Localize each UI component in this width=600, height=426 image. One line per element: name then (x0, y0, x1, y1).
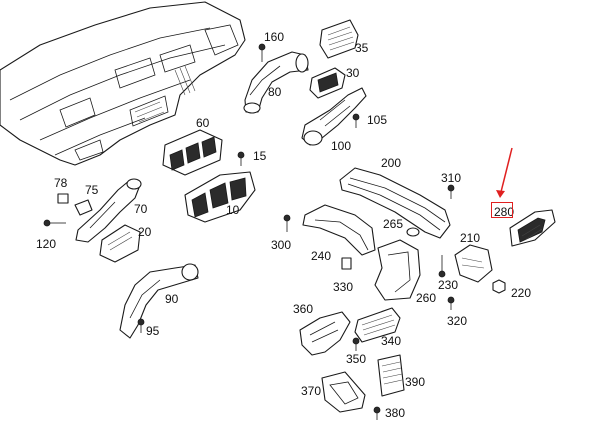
part-30-vent (309, 67, 346, 99)
callout-370: 370 (301, 384, 322, 398)
callout-15: 15 (253, 149, 267, 163)
callout-200: 200 (381, 156, 402, 170)
part-60-vent-panel (162, 129, 223, 176)
callout-95: 95 (146, 324, 160, 338)
callout-78: 78 (54, 176, 68, 190)
part-210-bracket (454, 244, 493, 283)
part-300-screw (283, 214, 291, 232)
callout-340: 340 (381, 334, 402, 348)
part-105-screw (352, 113, 360, 128)
part-75-clip (74, 199, 93, 216)
callout-320: 320 (447, 314, 468, 328)
callout-120: 120 (36, 237, 57, 251)
callout-310: 310 (441, 171, 462, 185)
callout-330: 330 (333, 280, 354, 294)
red-arrow-icon (496, 147, 513, 198)
callout-105: 105 (367, 113, 388, 127)
callout-20: 20 (138, 225, 152, 239)
part-100-duct (301, 87, 367, 146)
callout-230: 230 (438, 278, 459, 292)
dashboard-panel (0, 1, 246, 166)
part-10-vent-cluster (184, 171, 256, 223)
part-78-clip (57, 193, 69, 204)
highlight-box-280 (491, 202, 513, 218)
callout-35: 35 (355, 41, 369, 55)
part-280-vent (509, 209, 556, 247)
part-200-duct (339, 167, 451, 239)
part-35-vent (319, 19, 359, 59)
callout-60: 60 (196, 116, 210, 130)
part-310-screw (447, 184, 455, 199)
callout-220: 220 (511, 286, 532, 300)
callout-30: 30 (346, 66, 360, 80)
part-95-screw (137, 318, 145, 333)
part-260-duct (374, 239, 421, 301)
callout-75: 75 (85, 183, 99, 197)
part-70-duct (75, 178, 142, 243)
callout-380: 380 (385, 406, 406, 420)
part-160-bolt (258, 43, 266, 62)
callout-260: 260 (416, 291, 437, 305)
part-80-duct (243, 51, 309, 114)
callout-390: 390 (405, 375, 426, 389)
part-265-clip (406, 227, 420, 237)
callout-280: 280 (494, 205, 515, 219)
part-15-screw (237, 151, 245, 166)
part-330-clip (341, 257, 352, 270)
callout-80: 80 (268, 85, 282, 99)
callout-300: 300 (271, 238, 292, 252)
callout-160: 160 (264, 30, 285, 44)
callout-240: 240 (311, 249, 332, 263)
part-370-panel (321, 371, 366, 413)
part-230-bolt (438, 255, 446, 278)
part-320-screw (447, 296, 455, 310)
callout-210: 210 (460, 231, 481, 245)
part-390-panel (377, 354, 405, 397)
part-340-grille (354, 307, 401, 343)
part-380-screw (373, 406, 381, 420)
callout-350: 350 (346, 352, 367, 366)
part-20-bracket (99, 224, 141, 263)
part-240-duct (302, 204, 376, 256)
callout-100: 100 (331, 139, 352, 153)
part-220-nut (492, 279, 506, 294)
part-360-duct (299, 311, 351, 356)
callout-360: 360 (293, 302, 314, 316)
callout-265: 265 (383, 217, 404, 231)
callout-70: 70 (134, 202, 148, 216)
callout-90: 90 (165, 292, 179, 306)
part-120-bolt (43, 219, 66, 227)
part-350-screw (352, 337, 360, 351)
callout-10: 10 (226, 203, 240, 217)
